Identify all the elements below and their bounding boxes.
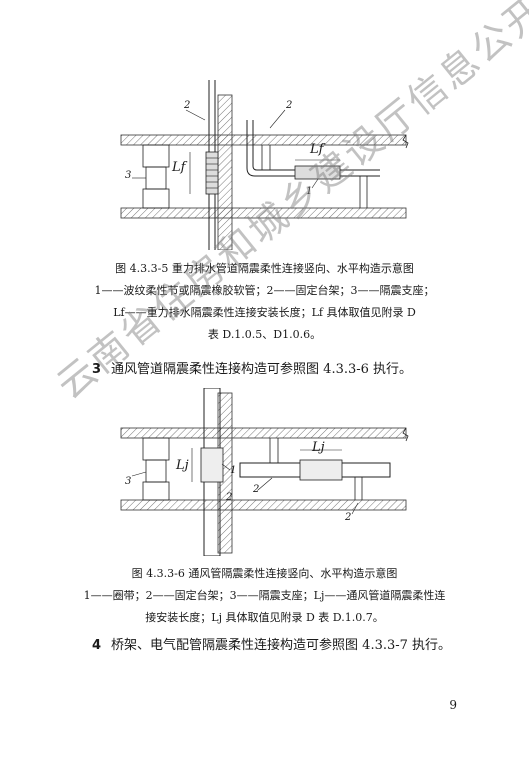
figure-1-legend-2: Lf——重力排水隔震柔性连接安装长度；Lf 具体取值见附录 D: [113, 306, 416, 319]
figure-2-title: 图 4.3.3-6 通风管隔震柔性连接竖向、水平构造示意图: [131, 567, 398, 580]
figure-1-drawing: [0, 80, 529, 250]
figure-1-title: 图 4.3.3-5 重力排水管道隔震柔性连接竖向、水平构造示意图: [115, 262, 414, 275]
fig2-label-2b: 2: [226, 492, 233, 503]
figure-2-legend-1: 1——圈带；2——固定台架；3——隔震支座；Lj——通风管道隔震柔性连: [83, 589, 446, 602]
figure-1-legend-3: 表 D.1.0.5、D1.0.6。: [207, 328, 322, 341]
figure-1-legend-1: 1——波纹柔性节或隔震橡胶软管；2——固定台架；3——隔震支座；: [94, 284, 435, 297]
fig1-label-3: 3: [125, 170, 132, 181]
paragraph-4: 4 桥架、电气配管隔震柔性连接构造可参照图 4.3.3-7 执行。: [92, 636, 451, 656]
paragraph-4-number: 4: [92, 638, 102, 653]
page-number: 9: [449, 698, 457, 712]
fig2-label-1: 1: [230, 465, 237, 476]
figure-2-caption: 图 4.3.3-6 通风管隔震柔性连接竖向、水平构造示意图 1——圈带；2——固…: [0, 563, 529, 629]
fig2-dim-vertical: Lj: [176, 458, 189, 473]
fig2-label-3: 3: [125, 476, 132, 487]
fig2-dim-horizontal: Lj: [312, 440, 325, 455]
paragraph-4-text: 桥架、电气配管隔震柔性连接构造可参照图 4.3.3-7 执行。: [111, 638, 452, 653]
fig2-label-2a: 2: [253, 484, 260, 495]
paragraph-3-number: 3: [92, 362, 102, 377]
paragraph-3: 3 通风管道隔震柔性连接构造可参照图 4.3.3-6 执行。: [92, 360, 412, 380]
fig1-label-1: 1: [306, 186, 313, 197]
paragraph-3-text: 通风管道隔震柔性连接构造可参照图 4.3.3-6 执行。: [111, 362, 413, 377]
fig1-dim-horizontal: Lf: [310, 142, 324, 157]
fig1-dim-vertical: Lf: [172, 160, 186, 175]
fig1-label-2b: 2: [286, 100, 293, 111]
figure-1-caption: 图 4.3.3-5 重力排水管道隔震柔性连接竖向、水平构造示意图 1——波纹柔性…: [0, 258, 529, 346]
figure-2-drawing: [0, 388, 529, 556]
figure-2-legend-2: 接安装长度；Lj 具体取值见附录 D 表 D.1.0.7。: [145, 611, 384, 624]
fig1-label-2a: 2: [184, 100, 191, 111]
fig2-label-2c: 2: [345, 512, 352, 523]
